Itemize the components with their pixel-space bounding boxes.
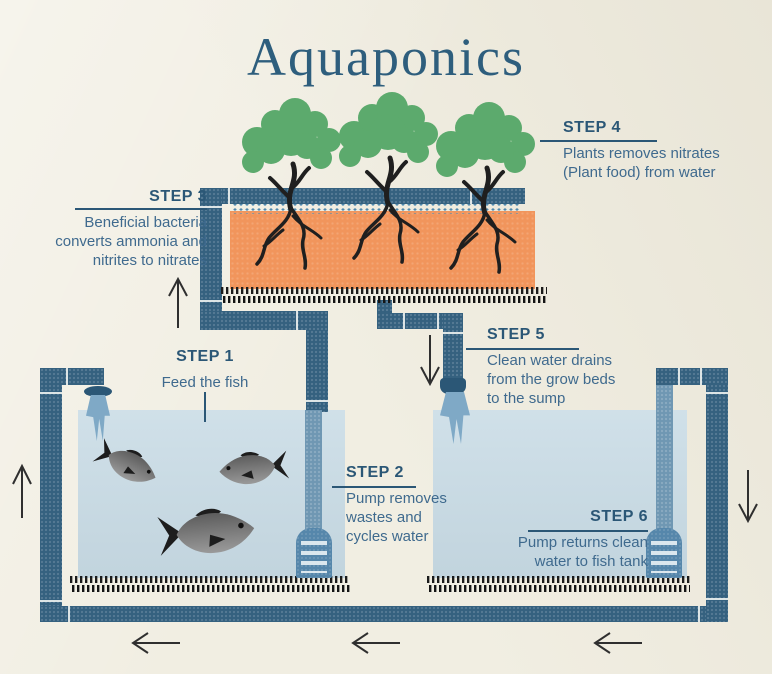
pipe-joint: [296, 311, 298, 330]
step-1-pointer-line: [204, 392, 206, 422]
step-2-label: STEP 2: [346, 464, 404, 481]
plant-icon: [242, 98, 341, 268]
pipe-sump-pump-stem: [656, 385, 673, 530]
step-2-text-line: Pump removes: [346, 490, 447, 507]
fish-tank-gravel: [70, 576, 350, 593]
step-3-text-line: Beneficial bacteria: [84, 214, 207, 231]
flow-arrow-left: [131, 632, 180, 654]
pipe-joint: [700, 368, 702, 385]
drain-nozzle: [440, 378, 466, 394]
step-1-callout: STEP 1 Feed the fish: [130, 348, 280, 392]
pipe-joint: [437, 313, 439, 329]
step-5-underline: [466, 348, 579, 350]
step-4-label: STEP 4: [563, 119, 621, 136]
faucet-nozzle: [84, 386, 112, 397]
pipe-joint: [698, 606, 700, 622]
flow-arrow-up: [12, 463, 32, 518]
fish-tank-water: [78, 410, 345, 578]
step-1-label: STEP 1: [176, 348, 234, 365]
diagram-title: Aquaponics: [247, 27, 525, 87]
pipe-joint: [228, 188, 230, 204]
fish-tank-pump: [296, 528, 332, 578]
step-3-label: STEP 3: [149, 188, 207, 205]
step-5-label: STEP 5: [487, 326, 545, 343]
pipe-drain-down: [443, 313, 463, 387]
pipe-bottom-return: [40, 606, 728, 622]
step-3-underline: [75, 208, 207, 210]
grow-bed-gravel: [221, 287, 547, 304]
pipe-joint: [200, 206, 222, 208]
pipe-faucet-horizontal: [40, 368, 104, 385]
pipe-left-riser: [200, 188, 222, 330]
flow-arrow-down: [420, 335, 440, 387]
fish-icon: [213, 445, 291, 493]
pipe-joint: [66, 368, 68, 385]
step-6-label: STEP 6: [590, 508, 648, 525]
pipe-right-outer: [706, 368, 728, 622]
fish-icon: [156, 501, 262, 566]
step-6-callout: STEP 6 Pump returns clean water to fish …: [498, 508, 648, 571]
pipe-joint: [68, 606, 70, 622]
pipe-joint: [443, 332, 463, 334]
step-5-text-line: Clean water drains: [487, 352, 613, 369]
step-6-text-line: water to fish tank: [534, 553, 648, 570]
pipe-fish-pump-stem: [305, 410, 322, 530]
step-5-text-line: to the sump: [487, 390, 566, 407]
step-4-underline: [540, 140, 657, 142]
sump-pump: [646, 528, 682, 578]
step-6-underline: [528, 530, 648, 532]
pipe-down-to-fish-tank: [306, 330, 328, 412]
step-1-text-line: Feed the fish: [161, 374, 249, 391]
pipe-mid-horizontal: [200, 311, 328, 330]
step-5-callout: STEP 5 Clean water drains from the grow …: [487, 326, 647, 408]
pipe-joint: [306, 400, 328, 402]
step-3-text-line: converts ammonia and: [55, 233, 207, 250]
pipe-joint: [678, 368, 680, 385]
step-2-callout: STEP 2 Pump removes wastes and cycles wa…: [346, 464, 466, 546]
sump-tank-water: [433, 410, 687, 578]
step-2-text-line: wastes and: [346, 509, 422, 526]
pipe-sprinkler: [222, 188, 525, 204]
step-5-text-line: from the grow beds: [487, 371, 616, 388]
pipe-joint: [470, 188, 472, 204]
pipe-joint: [40, 600, 62, 602]
pipe-joint: [40, 392, 62, 394]
pipe-joint: [200, 300, 222, 302]
pipe-joint: [706, 598, 728, 600]
pipe-left-outer: [40, 368, 62, 622]
step-4-callout: STEP 4 Plants removes nitrates (Plant fo…: [563, 119, 743, 182]
plant-icon: [339, 92, 438, 262]
step-2-text-line: cycles water: [346, 528, 429, 545]
flow-arrow-down: [738, 470, 758, 524]
pipe-drain-horizontal: [377, 313, 463, 329]
flow-arrow-left: [351, 632, 400, 654]
pipe-joint: [706, 392, 728, 394]
pipe-joint: [403, 313, 405, 329]
step-4-text-line: Plants removes nitrates: [563, 145, 720, 162]
plant-icon: [436, 102, 535, 272]
step-6-text-line: Pump returns clean: [517, 534, 648, 551]
pipe-sump-top: [656, 368, 728, 385]
sump-tank-gravel: [427, 576, 690, 593]
sprinkler-water-drops: [232, 202, 520, 214]
step-3-callout: STEP 3 Beneficial bacteria converts ammo…: [27, 188, 207, 270]
flow-arrow-up: [168, 276, 188, 328]
step-4-text-line: (Plant food) from water: [563, 164, 716, 181]
step-3-text-line: nitrites to nitrates: [92, 252, 207, 269]
flow-arrow-left: [593, 632, 642, 654]
step-2-underline: [332, 486, 416, 488]
plants-graphic: [205, 90, 555, 295]
